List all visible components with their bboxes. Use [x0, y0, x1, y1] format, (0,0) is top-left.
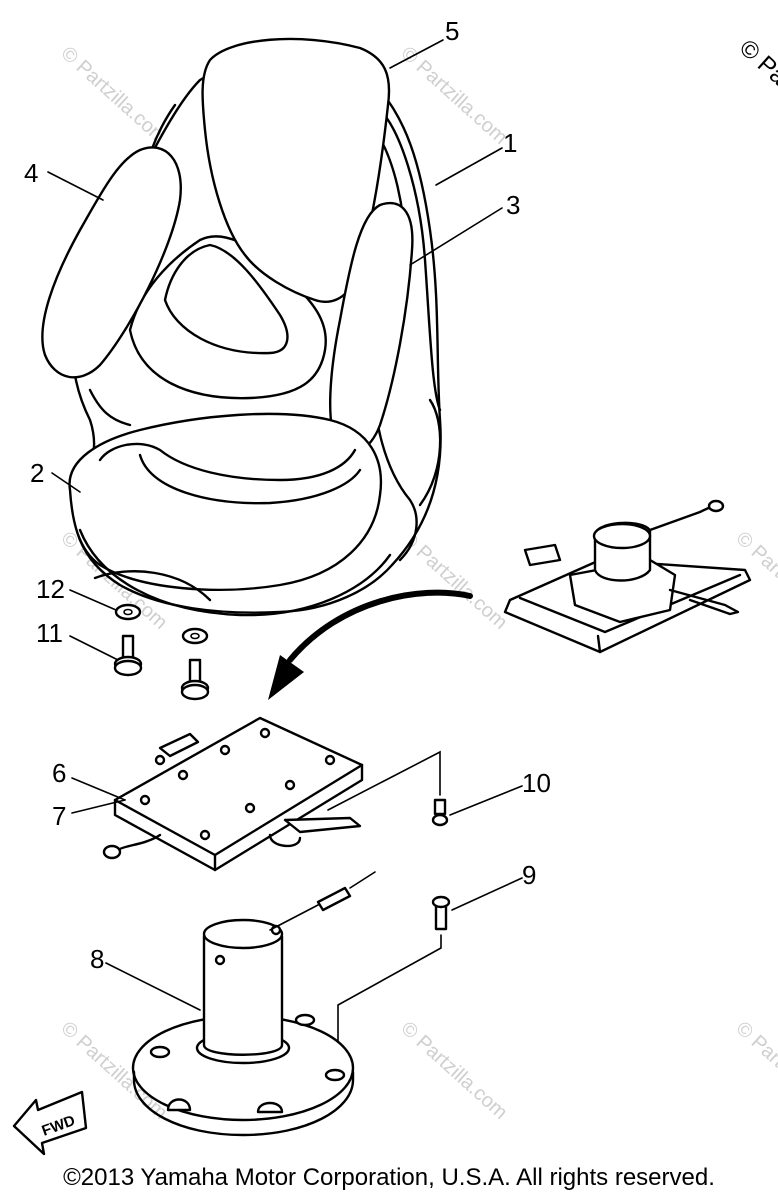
callout-10: 10: [522, 768, 551, 798]
callout-labels: 5 1 4 3 2 12 11 6 7 10 9 8: [24, 16, 551, 974]
fwd-arrow-icon: FWD: [12, 1090, 88, 1156]
callout-1: 1: [503, 128, 517, 158]
watermark: © Partzilla.com: [397, 527, 512, 634]
callout-2: 2: [30, 458, 44, 488]
watermark: © Partzilla.com: [57, 42, 172, 149]
callout-8: 8: [90, 944, 104, 974]
bolt-washer-set: [113, 603, 210, 701]
watermark: © Partzilla.com: [397, 42, 512, 149]
leader-lines: [47, 39, 523, 1011]
callout-12: 12: [36, 574, 65, 604]
callout-7: 7: [52, 801, 66, 831]
watermark: © Partzilla.com: [397, 1017, 512, 1124]
corner-watermark: © Pa: [734, 34, 778, 90]
left-side-pad: [41, 146, 182, 379]
copyright-notice: ©2013 Yamaha Motor Corporation, U.S.A. A…: [63, 1164, 715, 1191]
bolts: [316, 798, 451, 1079]
callout-6: 6: [52, 758, 66, 788]
assembly-arrow: [268, 589, 473, 700]
callout-11: 11: [36, 618, 63, 648]
slider-plate: [102, 716, 441, 872]
callout-5: 5: [445, 16, 459, 46]
callout-4: 4: [24, 158, 38, 188]
callout-3: 3: [506, 190, 520, 220]
seat-assembly: [41, 37, 442, 617]
swivel-mount: [503, 499, 752, 654]
pedestal: [131, 918, 355, 1137]
watermark: © Partzilla.com: [732, 1017, 778, 1124]
callout-9: 9: [522, 860, 536, 890]
